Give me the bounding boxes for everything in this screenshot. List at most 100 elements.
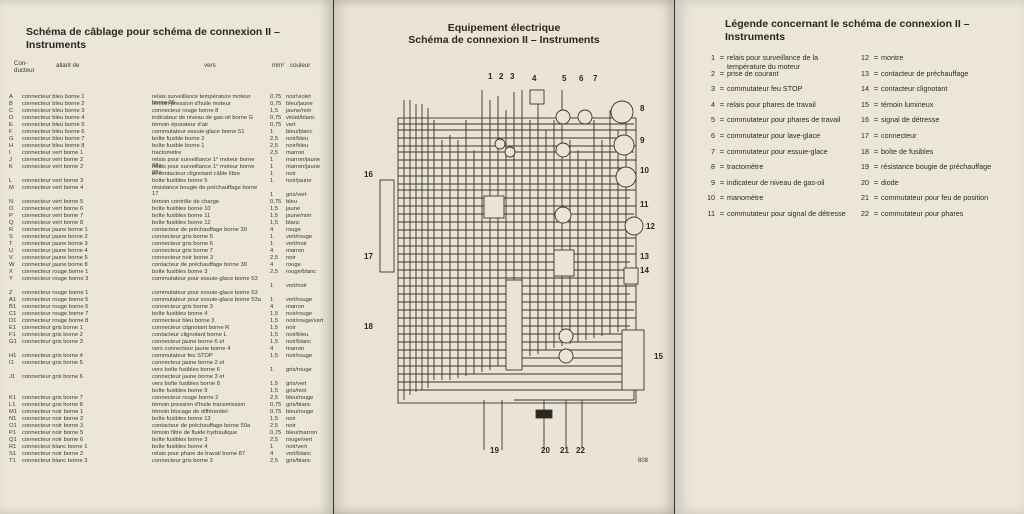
color-cell: noir/rouge <box>286 311 313 317</box>
color-cell: noir <box>286 416 296 422</box>
to-cell: connecteur gris borne 5 <box>152 234 213 240</box>
legend-text: résistance bougie de préchauffage <box>881 162 992 172</box>
to-cell: connecteur rouge borne 8 <box>152 108 219 114</box>
color-cell: gris/blanc <box>286 402 311 408</box>
header-conducteur: Con- ducteur <box>14 60 35 74</box>
to-cell: vers boîte fusibles borne 8 <box>152 381 220 387</box>
section-cell: 2,5 <box>270 150 279 156</box>
to-cell: relais pour surveillance 1° moteur borne… <box>152 164 255 176</box>
to-cell: boîte fusibles borne 13 <box>152 416 211 422</box>
conductor-code: T <box>9 241 13 247</box>
color-cell: noir <box>286 255 296 261</box>
color-cell: violet/blanc <box>286 115 316 121</box>
color-cell: bleu/rouge <box>286 395 314 401</box>
header-vers: vers <box>204 62 216 69</box>
from-cell: connecteur vert borne 2 <box>22 164 84 170</box>
callout-21: 21 <box>560 446 569 455</box>
legend-equals: = <box>719 115 725 125</box>
legend-text: boîte de fusibles <box>881 146 934 156</box>
callout-15: 15 <box>654 352 663 361</box>
from-cell: connecteur gris borne 2 <box>22 332 83 338</box>
legend-item: 13=contacteur de préchauffage <box>855 68 1020 79</box>
color-cell: noir <box>286 171 296 177</box>
color-cell: noir <box>286 423 296 429</box>
callout-9: 9 <box>640 136 645 145</box>
section-cell: 4 <box>270 227 274 233</box>
to-cell: boîte fusible borne 1 <box>152 143 205 149</box>
legend-number: 1 <box>711 53 715 62</box>
to-cell: contacteur de préchauffage borne 30 <box>152 227 247 233</box>
legend-equals: = <box>873 115 879 125</box>
color-cell: bleu/blanc <box>286 129 313 135</box>
legend-item: 16=signal de détresse <box>855 116 1020 125</box>
conductor-code: Q1 <box>9 437 17 443</box>
to-cell: commutateur feu STOP <box>152 353 213 359</box>
section-cell: 1,5 <box>270 206 279 212</box>
callout-1: 1 <box>488 72 493 81</box>
color-cell: marron/jaune <box>286 157 321 163</box>
conductor-code: L <box>9 178 13 184</box>
callout-19: 19 <box>490 446 499 455</box>
from-cell: connecteur noir borne 3 <box>22 423 84 429</box>
legend-number: 9 <box>711 177 715 187</box>
from-cell: connecteur jaune borne 1 <box>22 227 88 233</box>
stop-switch <box>494 138 506 150</box>
from-cell: connecteur noir borne 1 <box>22 409 84 415</box>
from-cell: connecteur rouge borne 1 <box>22 290 89 296</box>
conductor-code: S1 <box>9 451 17 457</box>
color-cell: noir/rouge/vert <box>286 318 324 324</box>
legend-text: commutateur feu STOP <box>727 84 803 94</box>
legend-number: 14 <box>861 84 869 94</box>
legend-item: 7=commutateur pour essuie-glace <box>701 147 865 157</box>
section-cell: 0,75 <box>270 402 282 408</box>
from-cell: connecteur bleu borne 4 <box>22 115 85 121</box>
header-allant-de: allant de <box>56 62 80 69</box>
from-cell: connecteur bleu borne 1 <box>22 94 85 100</box>
conductor-code: Z <box>9 290 13 296</box>
from-cell: connecteur rouge borne 5 <box>22 297 89 303</box>
to-cell: commutateur pour essuie-glace borne 53 <box>152 276 258 282</box>
conductor-code: L1 <box>9 402 16 408</box>
fuse-box <box>505 279 523 371</box>
to-cell: relais pour surveillance 1° moteur borne… <box>152 157 255 169</box>
switch-22 <box>558 348 574 364</box>
callout-10: 10 <box>640 166 649 175</box>
color-cell: gris/blanc <box>286 458 311 464</box>
color-cell: noir/bleu <box>286 332 309 338</box>
color-cell: noir/jaune <box>286 178 312 184</box>
from-cell: connecteur vert borne 5 <box>22 199 84 205</box>
legend-item: 5=commutateur pour phares de travail <box>701 116 865 125</box>
from-cell: connecteur vert borne 3 <box>22 178 84 184</box>
legend-number: 5 <box>711 115 715 125</box>
callout-17: 17 <box>364 252 373 261</box>
legend-equals: = <box>719 162 725 172</box>
from-cell: connecteur gris borne 3 <box>22 339 83 345</box>
section-cell: 1,5 <box>270 108 279 114</box>
to-cell: connecteur clignotant borne R <box>152 325 230 331</box>
from-cell: connecteur vert borne 6 <box>22 206 84 212</box>
legend-equals: = <box>719 177 725 187</box>
fuel-gauge <box>613 134 635 156</box>
section-cell: 1,5 <box>270 318 279 324</box>
conductor-code: E1 <box>9 325 17 331</box>
callout-22: 22 <box>576 446 585 455</box>
to-cell: tractomètre <box>152 150 182 156</box>
legend-equals: = <box>873 68 879 78</box>
section-cell: 1 <box>270 234 274 240</box>
legend-equals: = <box>719 84 725 94</box>
color-cell: noir/rouge <box>286 353 313 359</box>
legend-equals: = <box>719 209 725 218</box>
color-cell: marron <box>286 248 305 254</box>
section-cell: 1,5 <box>270 416 279 422</box>
legend-equals: = <box>873 99 879 109</box>
section-cell: 0,75 <box>270 101 282 107</box>
conductor-code: B <box>9 101 13 107</box>
to-cell: connecteur jaune borne 3 et <box>152 374 225 380</box>
to-cell: commutateur pour essuie-glace borne 53 <box>152 290 258 296</box>
